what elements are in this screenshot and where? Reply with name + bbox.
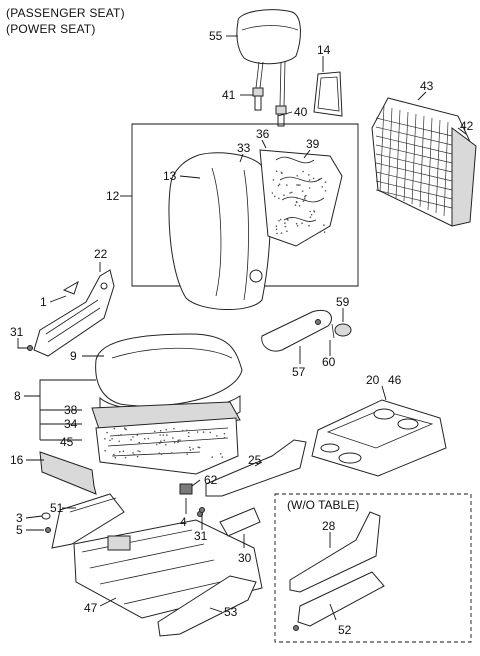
callout-46: 46 bbox=[388, 373, 402, 387]
callout-28: 28 bbox=[322, 519, 336, 533]
callout-38: 38 bbox=[64, 403, 78, 417]
seat-cushion bbox=[91, 333, 243, 475]
back-panel-14 bbox=[313, 71, 343, 117]
callout-1: 1 bbox=[40, 295, 47, 309]
callout-3: 3 bbox=[16, 511, 23, 525]
headrest bbox=[236, 9, 301, 107]
callout-53: 53 bbox=[224, 605, 238, 619]
seatback-frame bbox=[371, 97, 477, 227]
callout-60: 60 bbox=[322, 355, 336, 369]
callout-36: 36 bbox=[256, 127, 270, 141]
callout-31a: 31 bbox=[10, 325, 24, 339]
callout-4: 4 bbox=[180, 515, 187, 529]
trim-cover-16 bbox=[39, 451, 97, 495]
callout-34: 34 bbox=[64, 417, 78, 431]
callout-41: 41 bbox=[222, 88, 236, 102]
inset-parts bbox=[289, 511, 385, 631]
callout-8: 8 bbox=[14, 389, 21, 403]
header-power-seat: (POWER SEAT) bbox=[6, 22, 96, 36]
callout-20: 20 bbox=[366, 373, 380, 387]
inset-title: (W/O TABLE) bbox=[287, 498, 359, 512]
headrest-guides bbox=[252, 87, 287, 127]
callout-62: 62 bbox=[204, 473, 218, 487]
callout-labels: 55 14 41 40 43 42 33 36 39 13 12 22 1 31… bbox=[10, 29, 474, 637]
callout-5: 5 bbox=[16, 523, 23, 537]
callout-25: 25 bbox=[248, 453, 262, 467]
callout-13: 13 bbox=[163, 169, 177, 183]
callout-14: 14 bbox=[317, 43, 331, 57]
callout-39: 39 bbox=[306, 137, 320, 151]
side-cover-51 bbox=[27, 345, 203, 549]
armrest-57 bbox=[261, 310, 352, 352]
switch-62 bbox=[179, 483, 193, 495]
callout-55: 55 bbox=[209, 29, 223, 43]
callout-31b: 31 bbox=[194, 529, 208, 543]
seatback-cushion bbox=[168, 149, 343, 310]
callout-59: 59 bbox=[336, 295, 350, 309]
callout-40: 40 bbox=[294, 105, 308, 119]
lower-trim-30 bbox=[219, 507, 261, 537]
callout-33: 33 bbox=[237, 141, 251, 155]
leader-lines bbox=[17, 35, 467, 621]
callout-43: 43 bbox=[420, 79, 434, 93]
callout-16: 16 bbox=[10, 453, 24, 467]
skirt-53 bbox=[157, 575, 257, 637]
callout-57: 57 bbox=[292, 365, 306, 379]
table-console bbox=[311, 399, 447, 477]
callout-52: 52 bbox=[338, 623, 352, 637]
callout-51: 51 bbox=[50, 501, 64, 515]
callout-30: 30 bbox=[238, 551, 252, 565]
side-shield-22 bbox=[33, 269, 115, 357]
callout-22: 22 bbox=[94, 247, 108, 261]
callout-42: 42 bbox=[460, 119, 474, 133]
callout-9: 9 bbox=[70, 349, 77, 363]
header-passenger-seat: (PASSENGER SEAT) bbox=[6, 6, 125, 20]
side-shield-25 bbox=[205, 439, 307, 497]
callout-12: 12 bbox=[106, 189, 120, 203]
callout-47: 47 bbox=[84, 601, 98, 615]
callout-45: 45 bbox=[60, 435, 74, 449]
